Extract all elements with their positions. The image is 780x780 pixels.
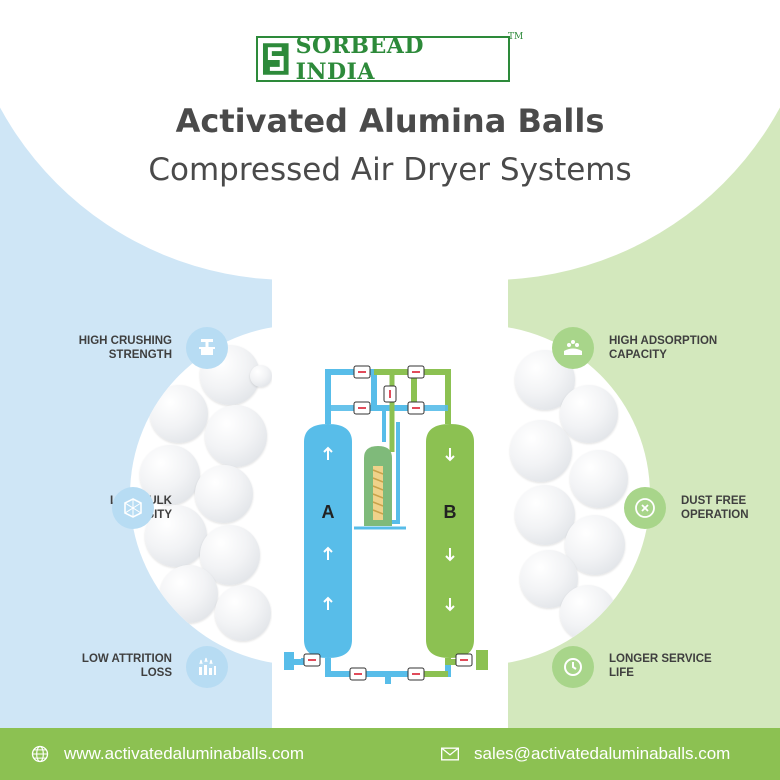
brand-mark-icon (262, 43, 289, 75)
title-line-2: Compressed Air Dryer Systems (148, 152, 632, 188)
footer-bar: www.activatedaluminaballs.com sales@acti… (0, 728, 780, 780)
cube-grid-icon (112, 487, 154, 529)
footer-website[interactable]: www.activatedaluminaballs.com (30, 728, 304, 780)
footer-email[interactable]: sales@activatedaluminaballs.com (440, 728, 730, 780)
email-link[interactable]: sales@activatedaluminaballs.com (474, 744, 731, 763)
globe-icon (31, 745, 49, 763)
dust-free-icon (624, 487, 666, 529)
brand-logo: SORBEAD INDIA (256, 33, 510, 85)
website-link[interactable]: www.activatedaluminaballs.com (64, 744, 304, 763)
tower-a-label: A (322, 502, 335, 522)
title-line-1: Activated Alumina Balls (175, 102, 605, 140)
bar-arrows-icon (186, 646, 228, 688)
dryer-system-diagram: A B (284, 365, 488, 684)
trademark: TM (508, 32, 524, 42)
brand-name: SORBEAD INDIA (295, 33, 424, 85)
crush-icon (186, 327, 228, 369)
tower-b-label: B (444, 502, 457, 522)
absorb-icon (552, 327, 594, 369)
header-area (0, 0, 780, 280)
mail-icon (441, 747, 459, 761)
clock-icon (552, 646, 594, 688)
